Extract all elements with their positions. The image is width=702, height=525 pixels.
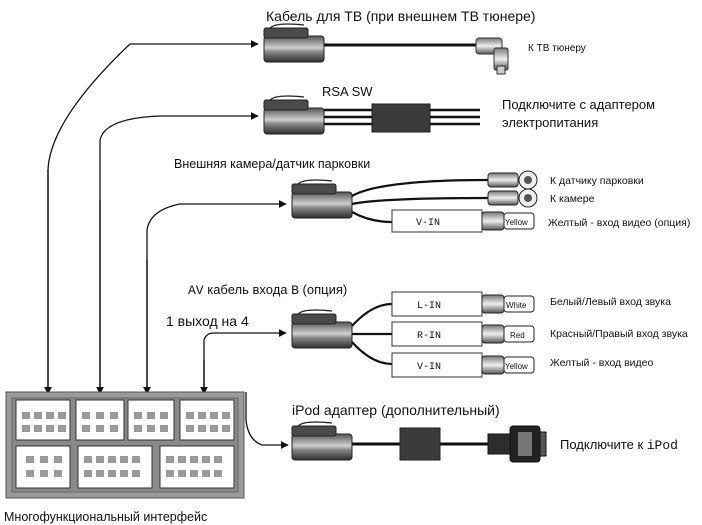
av-cable — [291, 291, 535, 378]
ipod-cable — [291, 421, 547, 463]
ipod-note: Подключите к iPod — [560, 437, 678, 453]
av-lin-label: L-IN — [417, 301, 441, 312]
dock-connector-icon — [487, 425, 547, 463]
arrow-to-av-cable — [203, 329, 287, 394]
red-note: Красный/Правый вход звука — [550, 328, 688, 340]
power-cable — [263, 95, 480, 135]
tv-tuner-label: К ТВ тюнеру — [528, 43, 586, 54]
tv-cable — [263, 23, 509, 75]
white-note: Белый/Левый вход звука — [550, 296, 671, 308]
yellow-note: Желтый - вход видео — [550, 357, 654, 369]
camera-yellow-note: Желтый - вход видео (опция) — [548, 217, 690, 229]
multi-interface-label: Многофункциональный интерфейс — [4, 510, 207, 524]
panel-connector-3 — [127, 399, 175, 441]
multi-interface-panel — [5, 391, 245, 499]
arrow-to-power-cable — [99, 112, 259, 394]
plug-red-label: Red — [510, 331, 525, 340]
panel-connector-5 — [15, 445, 71, 489]
power-note-line-1: Подключите с адаптером — [502, 97, 655, 112]
rca-plug-icon — [481, 324, 535, 344]
plug-white-label: White — [506, 301, 527, 310]
power-cable-title: RSA SW — [322, 84, 373, 99]
power-note-line-2: электропитания — [502, 115, 598, 130]
rca-plug-icon — [487, 188, 538, 208]
arrow-to-ipod-cable — [245, 392, 289, 449]
routing-arrows — [44, 40, 289, 449]
camera-vin-label: V-IN — [416, 218, 440, 229]
cable-plug-icon — [291, 179, 353, 219]
plug-yellow-label: Yellow — [505, 362, 528, 371]
cable-plug-icon — [291, 421, 353, 461]
av-rin-label: R-IN — [417, 331, 441, 342]
cable-plug-icon — [263, 23, 325, 63]
arrow-to-tv-cable — [47, 40, 259, 394]
camera-yellow-plug-label: Yellow — [505, 218, 528, 227]
panel-connector-4 — [179, 399, 235, 441]
parking-sensor-label: К датчику парковки — [550, 175, 644, 187]
panel-connector-1 — [15, 399, 71, 441]
rca-plug-icon — [481, 211, 535, 231]
av-cable-title: AV кабель входа B (опция) — [188, 282, 347, 298]
ipod-title: iPod адаптер (дополнительный) — [292, 402, 500, 418]
rca-plug-icon — [481, 294, 535, 314]
cable-plug-icon — [263, 95, 325, 135]
rca-plug-icon — [481, 355, 535, 375]
arrow-to-camera-cable — [146, 200, 287, 394]
panel-connector-7 — [159, 445, 235, 489]
camera-label: К камере — [550, 193, 595, 205]
panel-connector-6 — [77, 445, 153, 489]
cable-plug-icon — [291, 309, 353, 349]
right-angle-plug-icon — [475, 37, 509, 75]
av-vin-label: V-IN — [417, 362, 441, 373]
split-label: 1 выход на 4 — [166, 313, 249, 329]
camera-cable — [291, 170, 538, 233]
camera-cable-title: Внешняя камера/датчик парковки — [174, 157, 370, 171]
tv-cable-title: Кабель для ТВ (при внешнем ТВ тюнере) — [266, 8, 535, 24]
rca-plug-icon — [487, 170, 538, 190]
panel-connector-2 — [75, 399, 125, 441]
